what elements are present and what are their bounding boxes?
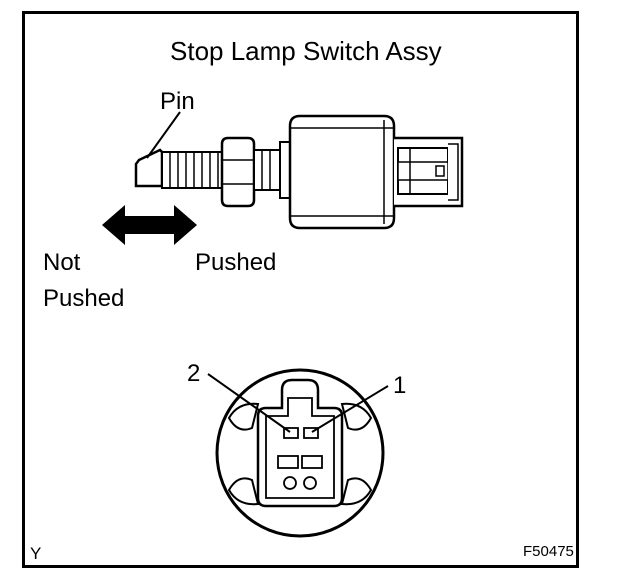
figure-code: F50475 (523, 543, 574, 560)
stop-lamp-switch-icon (134, 114, 464, 230)
terminal-1-slot (303, 427, 319, 439)
connector-outer-circle (215, 368, 385, 538)
diagram-frame (22, 11, 579, 568)
terminal-2-label: 2 (187, 360, 201, 387)
terminal-2-leader (207, 373, 291, 433)
thread-lines (169, 152, 219, 188)
threaded-shaft-rear (253, 149, 281, 191)
corner-mark: Y (30, 544, 42, 563)
pushed-label: Pushed (195, 249, 277, 276)
connector-face-icon (215, 368, 385, 538)
collar (279, 141, 291, 199)
connector-shell (256, 378, 344, 508)
pin-leader-line (146, 111, 181, 159)
not-label: Not (43, 249, 81, 276)
terminal-1-label: 1 (393, 372, 407, 399)
diagram-title: Stop Lamp Switch Assy (170, 36, 442, 66)
pin-label: Pin (160, 88, 195, 115)
switch-body (288, 114, 396, 230)
terminal-1-leader (311, 385, 389, 433)
terminal-2-slot (283, 427, 299, 439)
double-headed-arrow-icon (102, 205, 197, 245)
hex-nut (220, 136, 256, 208)
not-pushed-label: Pushed (43, 285, 125, 312)
